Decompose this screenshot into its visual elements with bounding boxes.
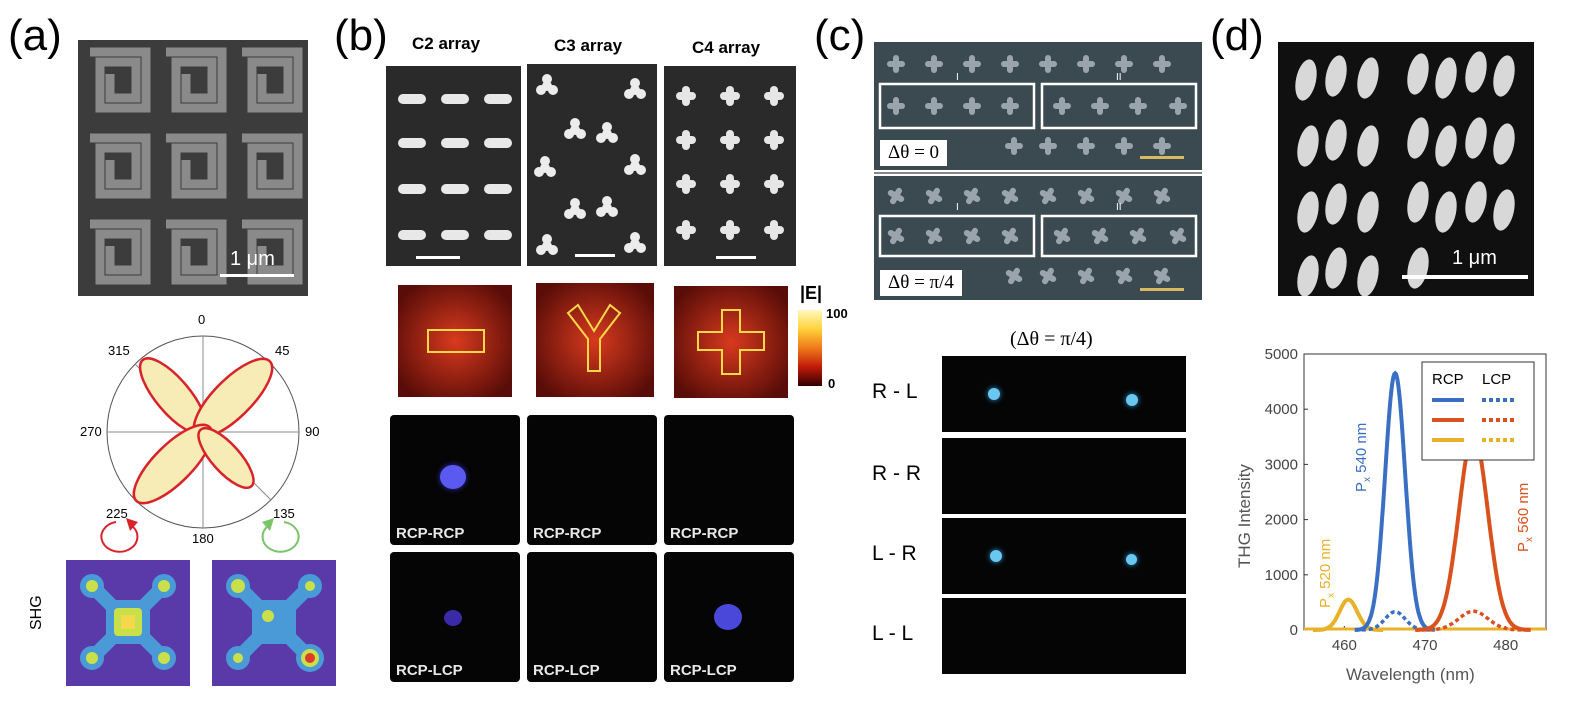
field-map-c2	[398, 285, 512, 397]
emission-spot	[990, 550, 1002, 562]
divider-line	[874, 172, 1202, 174]
field-map-c4	[674, 286, 788, 398]
scale-bar-label: 1 μm	[230, 248, 275, 270]
x-axis-label: Wavelength (nm)	[1346, 665, 1475, 684]
emission-spot	[440, 465, 466, 489]
caption-rcp-rcp: RCP-RCP	[533, 525, 602, 542]
emission-image-l-r	[942, 518, 1186, 594]
emission-image-l-l	[942, 598, 1186, 674]
colorbar	[798, 310, 822, 386]
field-map-c3	[536, 283, 654, 397]
caption-rcp-lcp: RCP-LCP	[396, 662, 463, 679]
roman-label-ii: II	[1116, 202, 1122, 213]
dtheta-zero-label: Δθ = 0	[880, 140, 948, 166]
polarization-image-c2-rcp-rcp: RCP-RCP	[390, 415, 520, 545]
row-label-l-l: L - L	[872, 622, 914, 645]
polar-tick-90: 90	[305, 424, 319, 439]
polar-tick-315: 315	[108, 343, 130, 358]
y-tick-label: 4000	[1265, 401, 1298, 418]
y-tick-label: 5000	[1265, 346, 1298, 363]
x-axis-ticks: 460 470 480	[1332, 626, 1518, 654]
emission-image-r-l	[942, 356, 1186, 432]
lcp-arrow-icon	[261, 518, 300, 553]
sem-image-spiral-array: 1 μm	[78, 40, 308, 296]
sem-image-c4-array	[664, 66, 796, 266]
y-tick-label: 2000	[1265, 512, 1298, 529]
shg-image-right	[212, 560, 336, 686]
series-blue-rcp	[1354, 370, 1435, 632]
polar-plot: 0 45 90 135 180 225 270 315	[80, 312, 319, 546]
shg-image-left	[66, 560, 190, 686]
array-title-c2: C2 array	[412, 34, 481, 53]
array-title-c4: C4 array	[692, 38, 761, 57]
polarization-image-c4-rcp-lcp: RCP-LCP	[664, 552, 794, 682]
emission-spot	[1126, 554, 1137, 565]
legend-header-rcp: RCP	[1432, 371, 1464, 388]
polarization-image-c2-rcp-lcp: RCP-LCP	[390, 552, 520, 682]
polar-tick-45: 45	[275, 343, 289, 358]
y-tick-label: 1000	[1265, 567, 1298, 584]
roman-label-ii: II	[1116, 72, 1122, 83]
dtheta-title: (Δθ = π/4)	[1010, 328, 1093, 350]
y-tick-label: 3000	[1265, 456, 1298, 473]
sem-image-c2-array	[386, 66, 521, 266]
y-axis-label: THG Intensity	[1235, 464, 1254, 568]
x-tick-label: 480	[1493, 637, 1518, 654]
polar-tick-0: 0	[198, 312, 205, 327]
x-tick-label: 460	[1332, 637, 1357, 654]
colorbar-max-label: 100	[826, 306, 848, 321]
row-label-r-l: R - L	[872, 380, 918, 403]
legend-header-lcp: LCP	[1482, 371, 1511, 388]
polar-tick-270: 270	[80, 424, 102, 439]
row-label-r-r: R - R	[872, 462, 921, 485]
polarization-image-c3-rcp-lcp: RCP-LCP	[527, 552, 657, 682]
sem-image-nanorods: 1 μm	[1278, 42, 1534, 296]
polar-lobes	[132, 357, 274, 505]
caption-rcp-lcp: RCP-LCP	[670, 662, 737, 679]
polar-tick-180: 180	[192, 531, 214, 546]
polar-tick-135: 135	[273, 506, 295, 521]
rcp-arrow-icon	[100, 518, 139, 553]
panel-label-b: (b)	[334, 11, 388, 60]
annotation-px-520: Px 520 nm	[1317, 539, 1337, 608]
series-red-rcp	[1415, 432, 1531, 632]
panel-label-c: (c)	[814, 11, 866, 60]
panel-label-d: (d)	[1210, 11, 1264, 60]
caption-rcp-rcp: RCP-RCP	[670, 525, 739, 542]
colorbar-title: |E|	[800, 283, 823, 303]
roman-label-i: I	[956, 202, 959, 213]
thg-spectrum-chart: 0 1000 2000 3000 4000 5000 460 470 480 THG Inte…	[1235, 346, 1547, 684]
dtheta-pi4-label: Δθ = π/4	[880, 270, 962, 296]
sem-image-c3-array	[527, 64, 657, 266]
colorbar-min-label: 0	[828, 376, 836, 391]
series-red-lcp	[1415, 609, 1531, 632]
emission-spot	[988, 388, 1000, 400]
scale-bar-label: 1 μm	[1452, 247, 1497, 269]
emission-spot	[444, 610, 462, 626]
caption-rcp-rcp: RCP-RCP	[396, 525, 465, 542]
roman-label-i: I	[956, 72, 959, 83]
legend: RCP LCP	[1421, 361, 1535, 461]
annotation-px-560: Px 560 nm	[1515, 483, 1535, 552]
emission-image-r-r	[942, 438, 1186, 514]
panel-label-a: (a)	[8, 11, 62, 60]
emission-spot	[1126, 394, 1138, 406]
x-tick-label: 470	[1412, 637, 1437, 654]
emission-spot	[714, 604, 742, 630]
caption-rcp-lcp: RCP-LCP	[533, 662, 600, 679]
y-axis-ticks: 0 1000 2000 3000 4000 5000	[1265, 346, 1308, 639]
annotation-px-540: Px 540 nm	[1353, 423, 1373, 492]
y-tick-label: 0	[1290, 622, 1298, 639]
array-title-c3: C3 array	[554, 36, 623, 55]
polar-tick-225: 225	[106, 506, 128, 521]
row-label-l-r: L - R	[872, 542, 917, 565]
polarization-image-c4-rcp-rcp: RCP-RCP	[664, 415, 794, 545]
shg-label: SHG	[28, 595, 45, 630]
polarization-image-c3-rcp-rcp: RCP-RCP	[527, 415, 657, 545]
scale-bar	[220, 274, 294, 277]
